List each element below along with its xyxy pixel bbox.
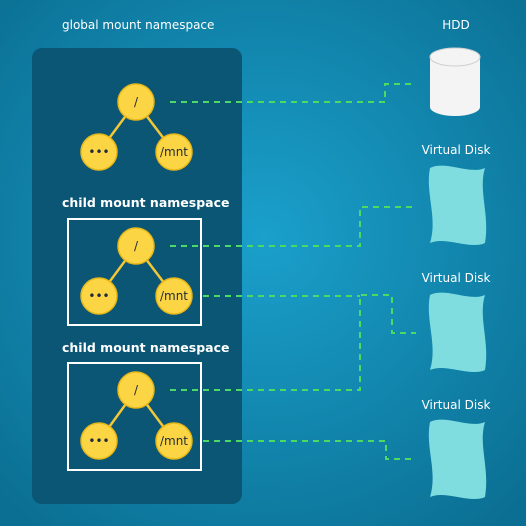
child2-root-node bbox=[117, 371, 155, 409]
global-left-label: ••• bbox=[88, 145, 109, 159]
child1-root-label: / bbox=[134, 239, 139, 253]
child2-mnt-label: /mnt bbox=[160, 434, 188, 448]
child2-left-node bbox=[80, 422, 118, 460]
global-namespace-title: global mount namespace bbox=[62, 18, 215, 32]
global-left-node bbox=[80, 133, 118, 171]
connector-child2-root-to-vdisk2 bbox=[170, 294, 416, 391]
child1-left-label: ••• bbox=[88, 289, 109, 303]
virtual-disk-2-label: Virtual Disk bbox=[421, 271, 491, 285]
child-namespace-box-1 bbox=[67, 218, 202, 326]
child1-root-node bbox=[117, 227, 155, 265]
child2-left-label: ••• bbox=[88, 434, 109, 448]
child1-mnt-node bbox=[155, 277, 193, 315]
connector-child2-mnt-to-vdisk3 bbox=[203, 440, 416, 460]
child-namespace-title-1: child mount namespace bbox=[62, 195, 230, 210]
global-mnt-label: /mnt bbox=[160, 145, 188, 159]
global-root-label: / bbox=[134, 95, 139, 109]
connector-global-root-to-hdd bbox=[170, 83, 416, 103]
virtual-disk-3-icon bbox=[428, 419, 487, 500]
virtual-disk-2-icon bbox=[428, 292, 487, 373]
virtual-disk-1-label: Virtual Disk bbox=[421, 143, 491, 157]
virtual-disk-3-label: Virtual Disk bbox=[421, 398, 491, 412]
virtual-disk-1-icon bbox=[428, 165, 487, 246]
child-namespace-box-2 bbox=[67, 362, 202, 471]
child-namespace-title-2: child mount namespace bbox=[62, 340, 230, 355]
child1-mnt-label: /mnt bbox=[160, 289, 188, 303]
child1-left-node bbox=[80, 277, 118, 315]
child2-root-label: / bbox=[134, 383, 139, 397]
global-mnt-node bbox=[155, 133, 193, 171]
child2-mnt-node bbox=[155, 422, 193, 460]
global-root-node bbox=[117, 83, 155, 121]
hdd-label: HDD bbox=[442, 18, 470, 32]
connector-child1-root-to-vdisk1 bbox=[170, 206, 416, 247]
hdd-icon bbox=[429, 47, 481, 116]
